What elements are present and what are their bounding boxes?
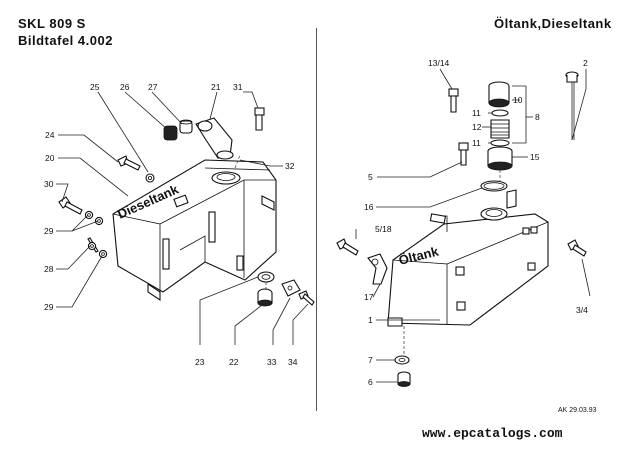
callout-3-4: 3/4 (576, 305, 588, 315)
callout-30: 30 (44, 179, 54, 189)
callout-5-18: 5/18 (375, 224, 392, 234)
callout-22: 22 (229, 357, 239, 367)
callout-15: 15 (530, 152, 540, 162)
diesel-tank-assembly (112, 159, 277, 302)
callout-20: 20 (45, 153, 55, 163)
callout-8: 8 (535, 112, 540, 122)
callout-25: 25 (90, 82, 100, 92)
callout-24: 24 (45, 130, 55, 140)
right-small-parts (336, 71, 587, 387)
callout-21: 21 (211, 82, 221, 92)
callout-2: 2 (583, 58, 588, 68)
callout-5: 5 (368, 172, 373, 182)
callout-17: 17 (364, 292, 374, 302)
callout-10: 10 (513, 95, 523, 105)
callout-1: 1 (368, 315, 373, 325)
callout-33: 33 (267, 357, 277, 367)
oil-tank-assembly (387, 180, 549, 327)
callout-29-upper: 29 (44, 226, 54, 236)
callout-11-upper: 11 (472, 108, 481, 118)
callout-13-14: 13/14 (428, 58, 450, 68)
plate-number: Bildtafel 4.002 (18, 33, 113, 48)
revision-date: AK 29.03.93 (558, 407, 597, 414)
right-leader-lines (355, 68, 591, 383)
callout-7: 7 (368, 355, 373, 365)
callout-31: 31 (233, 82, 243, 92)
page-title: Öltank,Dieseltank (494, 16, 612, 31)
callout-32: 32 (285, 161, 295, 171)
left-small-parts (58, 107, 315, 307)
callout-34: 34 (288, 357, 298, 367)
callout-27: 27 (148, 82, 158, 92)
callout-16: 16 (364, 202, 374, 212)
callout-12: 12 (472, 122, 482, 132)
watermark-url: www.epcatalogs.com (422, 426, 563, 441)
section-divider (316, 28, 317, 411)
callout-23: 23 (195, 357, 205, 367)
callout-26: 26 (120, 82, 130, 92)
left-leader-lines (56, 91, 309, 345)
callout-29-lower: 29 (44, 302, 54, 312)
callout-6: 6 (368, 377, 373, 387)
callout-28: 28 (44, 264, 54, 274)
model-code: SKL 809 S (18, 16, 86, 31)
callout-11-lower: 11 (472, 138, 481, 148)
